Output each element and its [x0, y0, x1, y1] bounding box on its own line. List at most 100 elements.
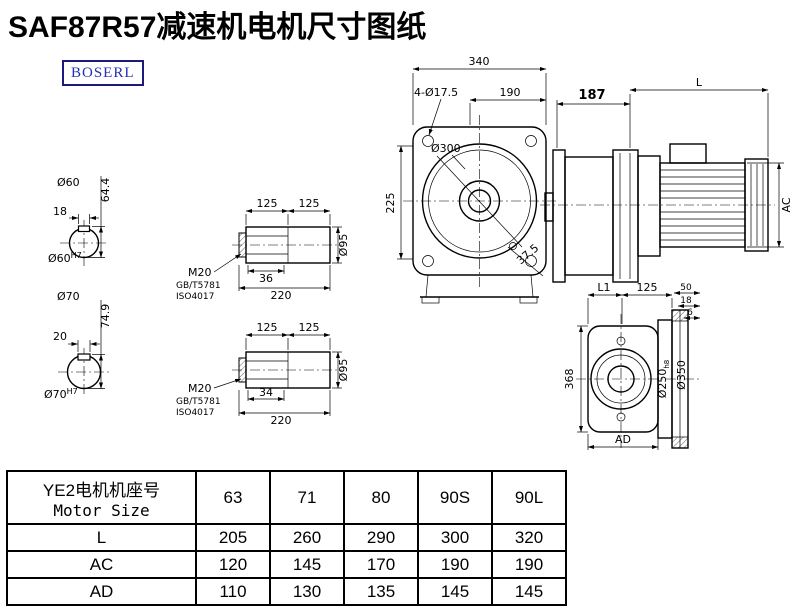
value-L-90S: 300 — [417, 523, 493, 552]
front-plug-hole — [509, 242, 517, 250]
front-bolt-hole — [422, 135, 434, 147]
value-AD-90S: 145 — [417, 577, 493, 606]
front-pitch-label: 190 — [500, 86, 521, 99]
shaft-bot-thread-label: M20 — [188, 382, 212, 395]
rear-18-label: 18 — [680, 296, 692, 306]
shaft-bot-dim125b: 125 — [299, 321, 320, 334]
shaft-top-dim125b: 125 — [299, 197, 320, 210]
value-AD-63: 110 — [195, 577, 271, 606]
table-header-motor-size: YE2电机机座号 Motor Size — [6, 470, 197, 525]
rear-flange-section-top — [671, 309, 689, 322]
side-gearlen-label: 187 — [578, 88, 605, 103]
rear-50-label: 50 — [680, 283, 692, 293]
boserl-logo: BOSERL — [62, 60, 144, 86]
front-bore-circle — [467, 189, 492, 213]
table-header-size-71: 71 — [269, 470, 345, 525]
gearbox-rear-view: L1 125 50 18 6 368 Ø250h8 Ø350 AD — [563, 281, 702, 450]
shaft70-bore-label: Ø70H7 — [44, 387, 78, 401]
shaft-top-bolt-washer — [238, 232, 247, 258]
front-width-label: 340 — [469, 55, 490, 68]
rear-dia350-label: Ø350 — [675, 360, 688, 390]
table-header-row: YE2电机机座号 Motor Size 63 71 80 90S 90L — [6, 470, 567, 525]
rear-small-hole-bottom — [616, 412, 626, 422]
front-flange-circle — [421, 143, 538, 259]
value-AC-90L: 190 — [491, 550, 567, 579]
technical-drawing-canvas: Ø60 18 64.4 Ø60H7 Ø70 20 74.9 Ø70H7 125 … — [44, 55, 793, 450]
shaft60-dia-label: Ø60 — [57, 176, 80, 189]
shaft-bot-dia-label: Ø95 — [337, 359, 350, 382]
shaft60-keywidth-label: 18 — [53, 205, 67, 218]
shaft-bot-dim125a: 125 — [257, 321, 278, 334]
motor-flange-bell — [637, 155, 661, 257]
value-AC-80: 170 — [343, 550, 419, 579]
rear-368-label: 368 — [563, 369, 576, 390]
gearmotor-side-view: 187 L AC — [540, 76, 793, 283]
row-label-L: L — [6, 523, 197, 552]
table-row-L: L 205 260 290 300 320 — [6, 523, 567, 552]
rear-6-label: 6 — [687, 308, 693, 318]
motor-size-table: YE2电机机座号 Motor Size 63 71 80 90S 90L L 2… — [6, 470, 567, 606]
shaft70-height-label: 74.9 — [99, 304, 112, 329]
table-header-size-90L: 90L — [491, 470, 567, 525]
value-AD-80: 135 — [343, 577, 419, 606]
shaft-top-dim125a: 125 — [257, 197, 278, 210]
shaft-section-70: Ø70 20 74.9 Ø70H7 — [44, 290, 112, 401]
shaft-top-thread-label: M20 — [188, 266, 212, 279]
table-header-size-80: 80 — [343, 470, 419, 525]
row-label-AD: AD — [6, 577, 197, 606]
rear-bore-circle — [607, 365, 635, 393]
motor-fan-cowl — [744, 158, 769, 252]
value-L-80: 290 — [343, 523, 419, 552]
value-L-71: 260 — [269, 523, 345, 552]
table-header-size-63: 63 — [195, 470, 271, 525]
shaft-bot-keylen-label: 34 — [259, 386, 273, 399]
value-L-63: 205 — [195, 523, 271, 552]
rear-125-label: 125 — [637, 281, 658, 294]
shaft-top-dia-label: Ø95 — [337, 234, 350, 257]
side-adapter-plate — [612, 149, 639, 283]
shaft-section-60: Ø60 18 64.4 Ø60H7 — [48, 176, 112, 266]
shaft70-dia-label: Ø70 — [57, 290, 80, 303]
shaft-top-keylen-label: 36 — [259, 272, 273, 285]
rear-ad-label: AD — [615, 433, 631, 446]
table-header-size-90S: 90S — [417, 470, 493, 525]
rear-dia250-label: Ø250h8 — [656, 360, 671, 399]
value-AC-63: 120 — [195, 550, 271, 579]
value-AC-90S: 190 — [417, 550, 493, 579]
rear-small-hole-top — [616, 336, 626, 346]
front-holes-label: 4-Ø17.5 — [414, 86, 458, 99]
value-AD-71: 130 — [269, 577, 345, 606]
shaft-top-std2-label: ISO4017 — [176, 292, 214, 302]
table-header-en: Motor Size — [53, 500, 150, 520]
value-L-90L: 320 — [491, 523, 567, 552]
front-foot-right — [519, 296, 538, 304]
shaft70-keywidth-label: 20 — [53, 330, 67, 343]
hollow-shaft-detail-top: 125 125 M20 GB/T5781 ISO4017 36 220 Ø95 — [176, 197, 350, 302]
side-motorlen-label: L — [696, 76, 703, 89]
side-motordia-label: AC — [780, 197, 793, 212]
shaft-bot-std2-label: ISO4017 — [176, 408, 214, 418]
front-flange-dia-label: Ø300 — [431, 142, 461, 155]
shaft-bot-totallen-label: 220 — [271, 414, 292, 427]
shaft-top-std1-label: GB/T5781 — [176, 281, 221, 291]
value-AD-90L: 145 — [491, 577, 567, 606]
boserl-logo-text: BOSERL — [71, 65, 135, 81]
table-row-AC: AC 120 145 170 190 190 — [6, 550, 567, 579]
keyway-notch-70 — [77, 353, 91, 361]
gearbox-front-view: 340 190 4-Ø17.5 Ø300 225 37.5 — [384, 55, 556, 304]
front-foot-left — [421, 296, 440, 304]
rear-l1-label: L1 — [597, 281, 610, 294]
side-gear-housing — [564, 156, 614, 276]
front-hub-circle — [458, 180, 501, 222]
table-header-cn: YE2电机机座号 — [42, 480, 161, 500]
table-row-AD: AD 110 130 135 145 145 — [6, 577, 567, 606]
keyway-notch-60 — [77, 225, 91, 233]
row-label-AC: AC — [6, 550, 197, 579]
hollow-shaft-detail-bottom: 125 125 M20 GB/T5781 ISO4017 34 220 Ø95 — [176, 321, 350, 427]
shaft-top-totallen-label: 220 — [271, 289, 292, 302]
shaft60-height-label: 64.4 — [99, 178, 112, 203]
shaft60-bore-label: Ø60H7 — [48, 251, 82, 265]
value-AC-71: 145 — [269, 550, 345, 579]
rear-flange-section-bottom — [671, 436, 689, 449]
shaft-bot-std1-label: GB/T5781 — [176, 397, 221, 407]
